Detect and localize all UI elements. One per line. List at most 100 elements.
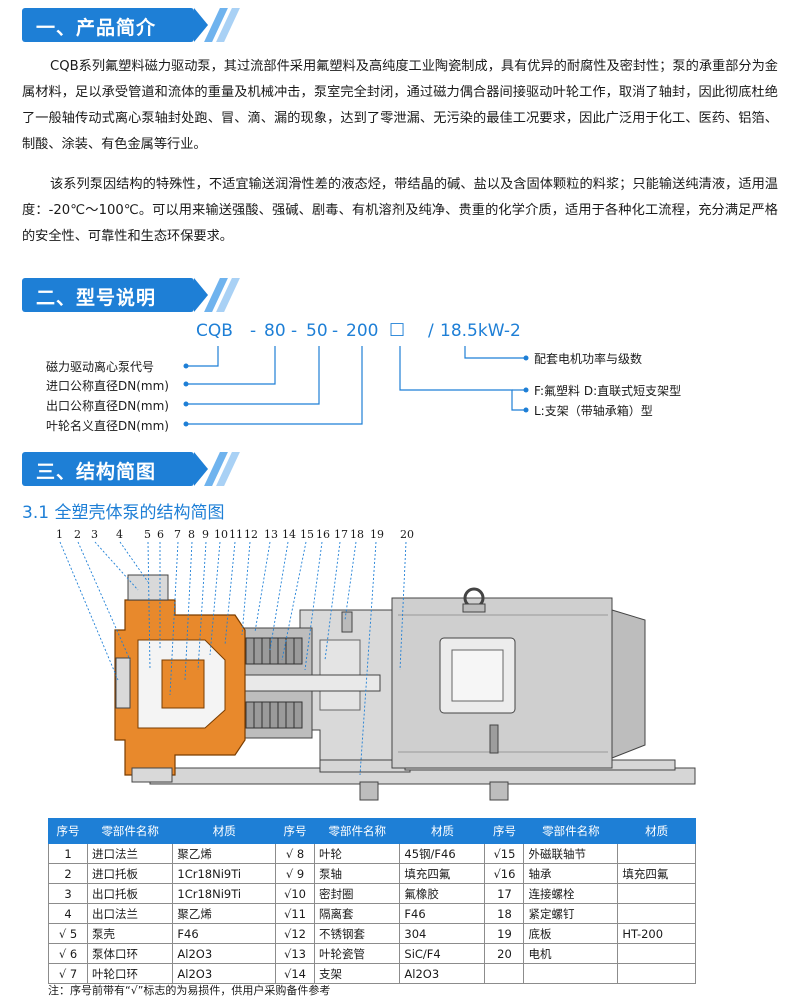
table-cell: √ 8: [275, 843, 316, 864]
table-header-cell: 序号: [48, 818, 88, 844]
part-number: 2: [74, 528, 81, 541]
table-cell: 隔离套: [314, 903, 401, 924]
table-cell: √12: [275, 923, 316, 944]
table-cell: [523, 963, 619, 984]
model-label-inlet: 进口公称直径DN(mm): [46, 379, 169, 393]
table-cell: 支架: [314, 963, 401, 984]
table-cell: 18: [484, 903, 525, 924]
table-cell: 20: [484, 943, 525, 964]
table-cell: 1: [48, 843, 88, 864]
table-header-cell: 零部件名称: [523, 818, 619, 844]
table-cell: Al2O3: [172, 963, 277, 984]
table-cell: [617, 903, 696, 924]
table-cell: √ 9: [275, 863, 316, 884]
table-cell: [617, 883, 696, 904]
model-label-bracket: L:支架（带轴承箱）型: [534, 404, 653, 418]
part-number: 6: [157, 528, 164, 541]
table-cell: 聚乙烯: [172, 903, 277, 924]
table-cell: 连接螺栓: [523, 883, 619, 904]
table-header-cell: 零部件名称: [314, 818, 401, 844]
table-cell: √10: [275, 883, 316, 904]
part-number: 4: [116, 528, 123, 541]
table-cell: Al2O3: [172, 943, 277, 964]
table-cell: 填充四氟: [399, 863, 486, 884]
table-cell: 17: [484, 883, 525, 904]
part-number: 10: [214, 528, 228, 541]
table-cell: √ 7: [48, 963, 88, 984]
table-header-cell: 零部件名称: [86, 818, 174, 844]
part-number: 11: [229, 528, 243, 541]
table-cell: HT-200: [617, 923, 696, 944]
pump-casing: [114, 574, 246, 783]
table-header-row: 序号 零部件名称 材质 序号 零部件名称 材质 序号 零部件名称 材质: [48, 818, 696, 844]
section-header-model: 二、型号说明: [22, 278, 208, 312]
table-cell: SiC/F4: [399, 943, 486, 964]
model-code-series: CQB: [196, 321, 233, 341]
section-title: 二、型号说明: [36, 287, 157, 309]
model-code-outlet: 50: [306, 321, 328, 341]
motor: [391, 587, 646, 769]
intro-paragraph-1: CQB系列氟塑料磁力驱动泵，其过流部件采用氟塑料及高纯度工业陶瓷制成，具有优异的…: [22, 59, 778, 152]
table-cell: 填充四氟: [617, 863, 696, 884]
model-label-impeller: 叶轮名义直径DN(mm): [46, 419, 169, 433]
section-title: 三、结构简图: [36, 461, 157, 483]
part-number: 20: [400, 528, 414, 541]
model-code-slash: /: [428, 321, 434, 341]
table-cell: 3: [48, 883, 88, 904]
table-cell: 进口法兰: [86, 843, 174, 864]
model-code-dash: -: [332, 321, 339, 341]
part-number: 16: [316, 528, 330, 541]
table-cell: √ 5: [48, 923, 88, 944]
table-cell: 底板: [523, 923, 619, 944]
model-label-outlet: 出口公称直径DN(mm): [46, 399, 169, 413]
section-header-structure: 三、结构简图: [22, 452, 208, 486]
table-cell: 进口托板: [86, 863, 174, 884]
part-number: 7: [174, 528, 181, 541]
table-cell: 泵轴: [314, 863, 401, 884]
model-label-series: 磁力驱动离心泵代号: [46, 360, 155, 374]
table-cell: 紧定螺钉: [523, 903, 619, 924]
part-number: 12: [244, 528, 258, 541]
table-header-cell: 序号: [484, 818, 525, 844]
table-cell: √16: [484, 863, 525, 884]
model-code-impeller: 200: [346, 321, 379, 341]
model-label-material: F:氟塑料 D:直联式短支架型: [534, 384, 682, 398]
table-header-cell: 材质: [399, 818, 486, 844]
table-cell: 外磁联轴节: [523, 843, 619, 864]
part-number: 8: [188, 528, 195, 541]
part-number: 19: [370, 528, 384, 541]
table-cell: 氟橡胶: [399, 883, 486, 904]
table-cell: F46: [399, 903, 486, 924]
table-cell: √ 6: [48, 943, 88, 964]
section-header-intro: 一、产品简介: [22, 8, 208, 42]
section-title: 一、产品简介: [36, 17, 157, 39]
part-number: 1: [56, 528, 63, 541]
table-cell: √14: [275, 963, 316, 984]
table-cell: 叶轮: [314, 843, 401, 864]
table-cell: √15: [484, 843, 525, 864]
part-number: 17: [334, 528, 348, 541]
part-number: 14: [282, 528, 296, 541]
table-cell: 2: [48, 863, 88, 884]
table-cell: 45钢/F46: [399, 843, 486, 864]
part-number: 18: [350, 528, 364, 541]
part-number: 9: [202, 528, 209, 541]
table-cell: 304: [399, 923, 486, 944]
table-header-cell: 材质: [617, 818, 696, 844]
model-code-dash: -: [250, 321, 257, 341]
table-cell: 不锈钢套: [314, 923, 401, 944]
table-cell: √13: [275, 943, 316, 964]
table-cell: [617, 943, 696, 964]
table-cell: 叶轮口环: [86, 963, 174, 984]
footnote: 注：序号前带有“√”标志的为易损件，供用户采购备件参考: [48, 984, 331, 997]
table-cell: [617, 963, 696, 984]
table-cell: 1Cr18Ni9Ti: [172, 883, 277, 904]
table-cell: 泵壳: [86, 923, 174, 944]
